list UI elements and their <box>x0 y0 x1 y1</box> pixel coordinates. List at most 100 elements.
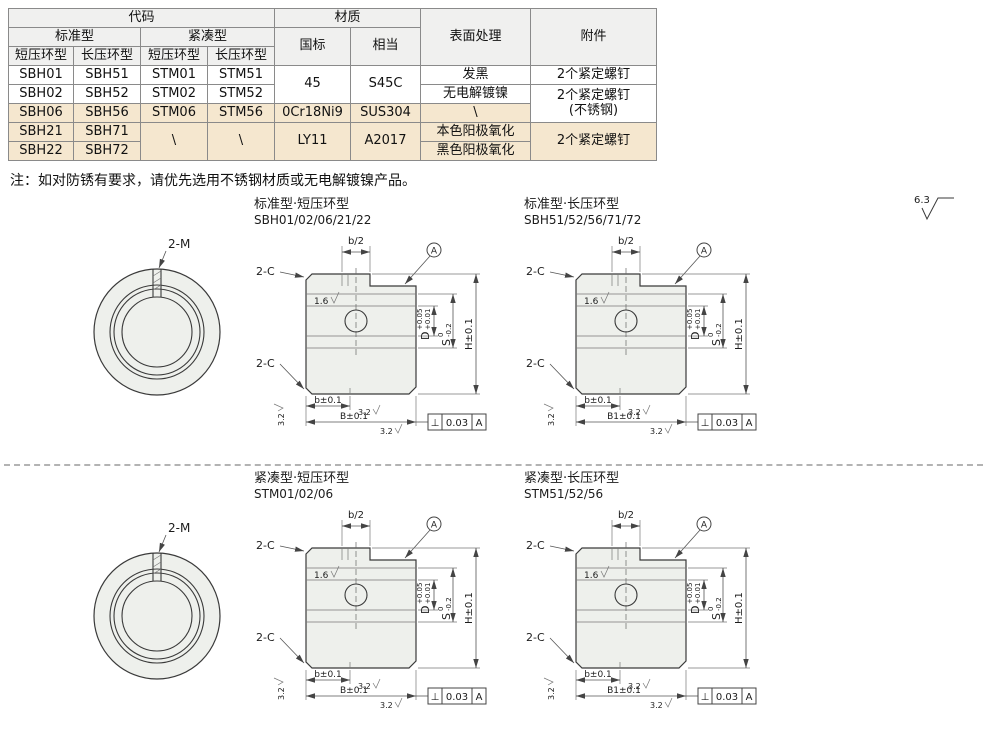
svg-text:1.6: 1.6 <box>314 297 329 307</box>
svg-text:D: D <box>689 332 702 340</box>
perpendicularity-icon: ⊥ <box>701 418 710 429</box>
drawing-title: 标准型·短压环型 <box>254 197 349 212</box>
accessory-line: 2个紧定螺钉 <box>556 88 631 104</box>
chamfer-leader-top <box>279 545 305 552</box>
press-ring-circle <box>109 568 205 664</box>
material-eq-cell: SUS304 <box>350 103 421 123</box>
datum-label: A <box>701 521 708 531</box>
svg-text:3.2: 3.2 <box>380 701 393 710</box>
header-gb: 国标 <box>274 27 351 66</box>
section-drawing-svg: 标准型·长压环型 SBH51/52/56/71/72 b/2 2-C 2-C A <box>524 197 757 436</box>
code-cell: SBH51 <box>73 65 141 85</box>
chamfer-leader-bottom <box>279 363 305 390</box>
bore-circle <box>121 580 193 652</box>
roughness-3-2: 3.2 <box>273 403 286 426</box>
header-short-ring: 短压环型 <box>140 46 208 66</box>
material-gb-cell: 45 <box>274 65 351 104</box>
drawing-title: 标准型·长压环型 <box>524 197 619 212</box>
h-dim-label: H±0.1 <box>734 592 745 624</box>
thread-label: 2-M <box>168 237 190 251</box>
code-cell: SBH56 <box>73 103 141 123</box>
roughness-3-2: 3.2 <box>380 697 403 710</box>
collar-outer-circle <box>93 268 221 396</box>
thread-leader <box>158 534 167 553</box>
roughness-3-2: 3.2 <box>650 697 673 710</box>
b-dim-label: b±0.1 <box>314 670 342 680</box>
tolerance-datum: A <box>476 418 483 429</box>
datum-circle <box>696 242 712 258</box>
right-extension-lines <box>372 273 480 395</box>
material-gb-cell: LY11 <box>274 122 351 161</box>
header-long-ring: 长压环型 <box>73 46 141 66</box>
roughness-3-2: 3.2 <box>628 404 651 417</box>
svg-text:-0.2: -0.2 <box>445 323 453 337</box>
ring-front-view-svg: 2-M <box>93 237 221 396</box>
svg-text:1.6: 1.6 <box>314 571 329 581</box>
header-material: 材质 <box>274 8 421 28</box>
surface-cell: 发黑 <box>420 65 531 85</box>
press-ring-inner-circle <box>113 288 201 376</box>
svg-text:-0.2: -0.2 <box>715 323 723 337</box>
chamfer-leader-bottom <box>549 637 575 664</box>
b-dim-label: b±0.1 <box>584 396 612 406</box>
svg-text:S: S <box>440 613 453 620</box>
roughness-1-6: 1.6 <box>584 565 610 581</box>
surface-cell: 本色阳极氧化 <box>420 122 531 142</box>
svg-text:S: S <box>710 613 723 620</box>
section-drawing-svg: 紧凑型·短压环型 STM01/02/06 b/2 2-C 2-C A <box>254 471 487 710</box>
section-drawing-svg: 标准型·短压环型 SBH01/02/06/21/22 b/2 2-C 2-C A <box>254 197 487 436</box>
thread-leader <box>158 250 167 269</box>
surface-finish-mark: 6.3 <box>914 195 954 221</box>
b2-label: b/2 <box>618 510 634 521</box>
code-cell: STM01 <box>140 65 208 85</box>
svg-text:3.2: 3.2 <box>547 687 556 700</box>
svg-text:+0.01: +0.01 <box>424 309 432 330</box>
svg-text:3.2: 3.2 <box>277 687 286 700</box>
collar-section-outline <box>575 547 687 669</box>
svg-text:H±0.1: H±0.1 <box>734 592 745 624</box>
section-drawing-compact_short: 紧凑型·短压环型 STM01/02/06 b/2 2-C 2-C A <box>238 468 506 720</box>
bore-circle <box>121 296 193 368</box>
chamfer-label-top: 2-C <box>256 265 275 278</box>
table-row: SBH02 SBH52 STM02 STM52 无电解镀镍 2个紧定螺钉 (不锈… <box>8 84 657 123</box>
B-dim-label: B1±0.1 <box>607 686 641 696</box>
svg-text:D: D <box>689 606 702 614</box>
drawing-models: SBH51/52/56/71/72 <box>524 213 641 227</box>
section-drawing-svg: 紧凑型·长压环型 STM51/52/56 b/2 2-C 2-C A <box>524 471 757 710</box>
press-ring-inner-circle <box>113 572 201 660</box>
h-dim-label: H±0.1 <box>464 592 475 624</box>
code-cell: SBH22 <box>8 141 74 161</box>
b-dim-label: b±0.1 <box>584 670 612 680</box>
set-screw-hole <box>614 309 638 333</box>
set-screw-hole <box>614 583 638 607</box>
code-cell: SBH52 <box>73 84 141 104</box>
h-dim-label: H±0.1 <box>464 318 475 350</box>
d-dim-label: D +0.05 +0.01 <box>686 309 702 340</box>
code-cell: SBH71 <box>73 122 141 142</box>
roughness-3-2: 3.2 <box>273 677 286 700</box>
perpendicularity-icon: ⊥ <box>431 692 440 703</box>
b2-label: b/2 <box>348 236 364 247</box>
slit-hatch <box>152 270 162 291</box>
collar-outer-circle <box>93 552 221 680</box>
press-ring-circle <box>109 284 205 380</box>
roughness-3-2: 3.2 <box>380 423 403 436</box>
svg-text:3.2: 3.2 <box>358 408 371 417</box>
code-cell: SBH06 <box>8 103 74 123</box>
right-extension-lines <box>642 547 750 669</box>
set-screw-hole <box>344 309 368 333</box>
chamfer-label-bottom: 2-C <box>256 631 275 644</box>
roughness-1-6: 1.6 <box>584 291 610 307</box>
header-equivalent: 相当 <box>350 27 421 66</box>
b2-label: b/2 <box>618 236 634 247</box>
table-row: SBH06 SBH56 STM06 STM56 0Cr18Ni9 SUS304 … <box>8 103 657 123</box>
svg-text:3.2: 3.2 <box>628 682 641 691</box>
svg-text:S: S <box>710 339 723 346</box>
drawing-title: 紧凑型·长压环型 <box>524 471 619 486</box>
section-drawing-std_short: 标准型·短压环型 SBH01/02/06/21/22 b/2 2-C 2-C A <box>238 194 506 446</box>
code-cell: STM06 <box>140 103 208 123</box>
roughness-3-2: 3.2 <box>358 678 381 691</box>
thread-label: 2-M <box>168 521 190 535</box>
svg-text:3.2: 3.2 <box>650 701 663 710</box>
